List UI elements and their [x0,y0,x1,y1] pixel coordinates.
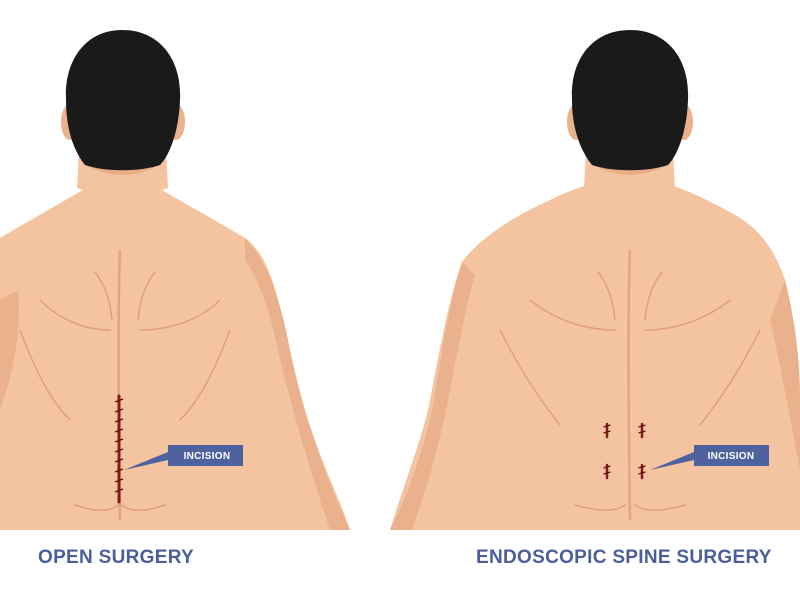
open-incision [114,394,124,504]
small-incision [638,422,646,439]
hair [571,30,689,171]
arm-left-shade [0,290,20,410]
back-torso [0,180,350,530]
hair [65,30,181,171]
arm-right-shade [770,280,800,470]
arm-left-shade [390,262,475,530]
incision-label-right: INCISION [708,451,755,462]
muscle-lines [499,271,761,511]
back-torso [390,180,800,530]
endoscopic-incisions [603,422,646,480]
small-incision [603,463,611,480]
small-incision [603,422,611,439]
caption-endoscopic-spine-surgery: ENDOSCOPIC SPINE SURGERY [476,547,772,568]
small-incision [638,463,646,480]
muscle-lines [19,271,231,511]
caption-open-surgery: OPEN SURGERY [38,547,194,568]
incision-callout-right: INCISION [650,445,769,470]
incision-callout-left: INCISION [124,445,243,470]
endoscopic-surgery-figure: INCISION [390,30,800,530]
open-surgery-figure: INCISION [0,30,350,530]
arm-right-shade [245,238,350,530]
spine-groove [627,249,632,521]
incision-label-left: INCISION [184,451,231,462]
